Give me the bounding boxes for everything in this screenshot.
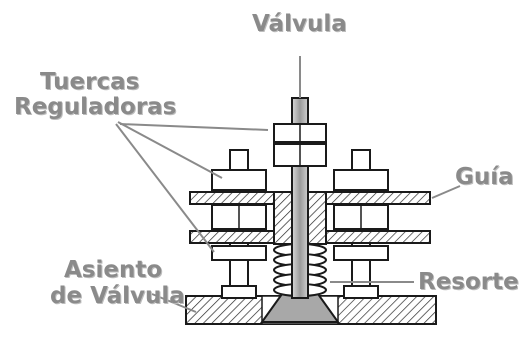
- left-guide-bolt: [211, 149, 267, 299]
- label-seat-line2: de Válvula: [50, 283, 185, 309]
- label-nuts-line1: Tuercas: [40, 69, 140, 95]
- label-guide: Guía: [455, 164, 514, 190]
- label-seat-line1: Asiento: [64, 257, 163, 283]
- right-guide-bolt: [333, 149, 389, 299]
- label-nuts-line2: Reguladoras: [14, 94, 177, 120]
- label-valve: Válvula: [252, 11, 347, 37]
- label-spring: Resorte: [418, 269, 519, 295]
- leader-lines: [115, 56, 461, 313]
- valve-stem: [273, 97, 327, 299]
